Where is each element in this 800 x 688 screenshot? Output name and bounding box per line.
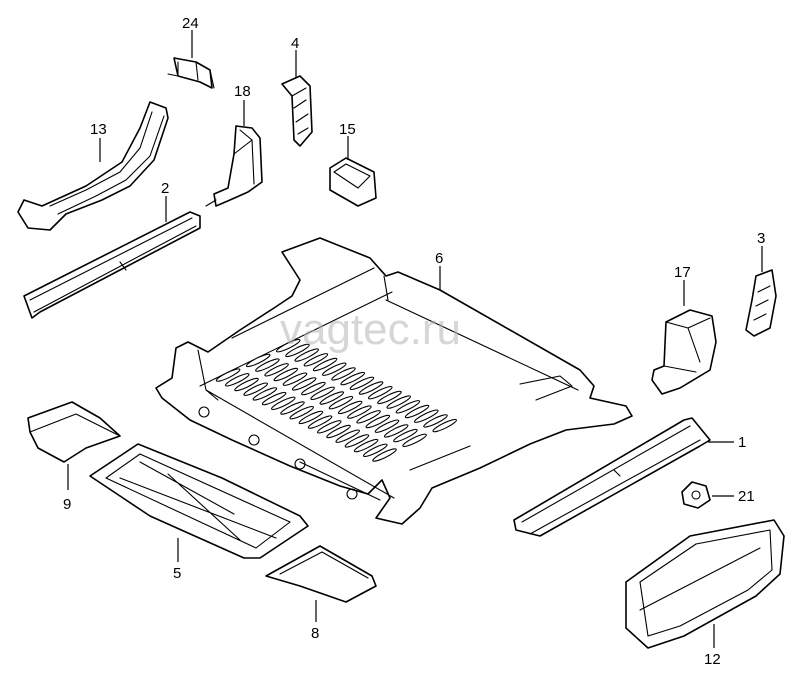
floor-slot (358, 381, 384, 395)
callout-9: 9 (63, 496, 71, 513)
floor-slot (234, 377, 259, 392)
floor-slot (312, 357, 338, 372)
floor-slot (264, 363, 289, 377)
floor-slot (225, 373, 250, 387)
part-1-rail (513, 417, 711, 537)
floor-slot (317, 420, 342, 434)
floor-slot (328, 395, 354, 410)
floor-slot (310, 386, 335, 401)
callout-8: 8 (311, 625, 319, 642)
floor-slots (215, 338, 457, 462)
floor-slot (319, 391, 345, 405)
floor-slot (402, 433, 427, 448)
floor-slot (335, 429, 360, 443)
floor-slot (245, 353, 271, 368)
callout-17: 17 (674, 264, 691, 281)
floor-slot (356, 410, 381, 424)
floor-slot (307, 415, 333, 429)
floor-slot (414, 409, 439, 423)
floor-slot (215, 368, 241, 382)
floor-slot (368, 385, 393, 400)
floor-slot (276, 338, 301, 353)
floor-slot (377, 390, 402, 405)
floor-slot (280, 401, 305, 415)
callout-15: 15 (339, 121, 356, 138)
floor-slot (353, 438, 379, 453)
callout-2: 2 (161, 180, 169, 197)
floor-slot (303, 353, 329, 367)
floor-slot (423, 414, 448, 428)
floor-slot (322, 362, 347, 376)
callout-4: 4 (291, 35, 299, 52)
floor-slot (404, 404, 430, 419)
floor-slot (372, 448, 397, 462)
floor-slot (340, 371, 365, 386)
callout-13: 13 (90, 121, 107, 138)
floor-slot (344, 434, 370, 448)
callout-21: 21 (738, 488, 755, 505)
part-5-tray (89, 443, 309, 559)
floor-slot (393, 428, 418, 443)
floor-slot (294, 348, 319, 362)
floor-slot (374, 419, 400, 433)
part-8-plate (265, 545, 377, 603)
floor-slot (432, 418, 457, 433)
callout-24: 24 (182, 15, 199, 32)
floor-slot (349, 376, 375, 391)
floor-slot (255, 358, 280, 372)
part-24-bracket (167, 57, 215, 89)
floor-slot (301, 381, 326, 396)
part-2-rail (23, 211, 201, 319)
part-13-rail (17, 101, 169, 231)
part-9-plate (27, 401, 121, 463)
callout-6: 6 (435, 250, 443, 267)
part-21-nut (681, 481, 711, 509)
callout-leaders (67, 30, 763, 648)
part-4-bracket (281, 75, 313, 147)
floor-slot (271, 396, 296, 411)
floor-slot (298, 410, 324, 425)
part-18-bracket (205, 125, 263, 207)
part-3-bracket (745, 269, 777, 337)
floor-slot (347, 405, 372, 419)
floor-slot (289, 405, 314, 420)
part-17-bracket (651, 309, 717, 395)
floor-slot (261, 391, 287, 406)
floor-slot (285, 343, 310, 358)
floor-slot (365, 414, 391, 429)
floor-slot (383, 424, 409, 438)
floor-slot (282, 372, 308, 386)
floor-slot (291, 377, 317, 391)
floor-slot (337, 400, 363, 415)
floor-slot (331, 367, 356, 381)
callout-3: 3 (757, 230, 765, 247)
floor-slot (326, 424, 351, 439)
part-12-tray (625, 519, 785, 649)
floor-slot (243, 382, 268, 396)
callout-18: 18 (234, 83, 251, 100)
floor-slot (252, 387, 278, 401)
floor-slot (363, 443, 388, 458)
part-6-floor-pan (155, 237, 633, 525)
floor-slot (386, 395, 411, 409)
part-15-box (329, 157, 377, 207)
floor-slot (395, 400, 421, 414)
callout-1: 1 (738, 434, 746, 451)
watermark-text: vagtec.ru (280, 305, 461, 354)
callout-12: 12 (704, 651, 721, 668)
callout-5: 5 (173, 565, 181, 582)
callout-labels: 24 4 18 13 15 2 6 3 17 1 21 9 5 8 12 (63, 15, 765, 668)
floor-slot (273, 367, 299, 382)
